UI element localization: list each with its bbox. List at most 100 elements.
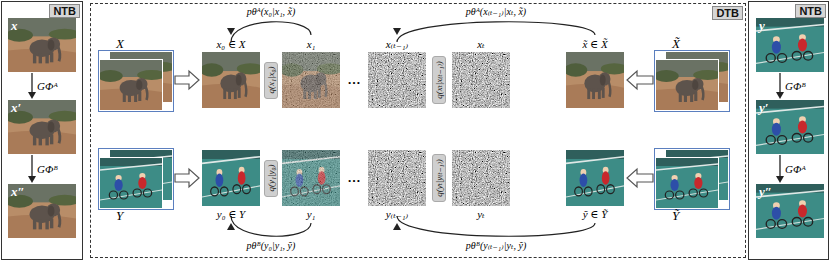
image-content — [8, 18, 76, 72]
image-content — [282, 150, 340, 206]
image-set: X̃ — [656, 36, 728, 110]
image-stack — [100, 150, 172, 208]
hollow-arrow — [627, 169, 653, 187]
connector — [28, 73, 36, 99]
image-box: x₁ — [282, 36, 340, 108]
set-heading: Y — [100, 208, 172, 224]
image-box: x₀ ∈ X — [202, 36, 260, 108]
image-content — [368, 150, 426, 206]
image — [656, 60, 718, 110]
process-label: q(x₁|x₀) — [266, 66, 277, 93]
image-label: y — [759, 18, 765, 33]
image-box: y — [756, 18, 824, 72]
generator-label: GΦᴮ — [37, 163, 58, 176]
image-set: Ỹ — [656, 150, 728, 224]
arrowhead — [227, 223, 235, 230]
image-heading: ỹ ∈ Ỹ — [566, 206, 624, 222]
ellipsis-label: … — [348, 171, 361, 185]
hollow-arrow — [175, 71, 199, 89]
image — [756, 18, 824, 72]
image-content — [452, 52, 510, 108]
image-box: ỹ ∈ Ỹ — [566, 150, 624, 222]
image-content — [368, 52, 426, 108]
image-stack — [656, 52, 728, 110]
hollow-arrow — [627, 71, 653, 89]
image — [452, 52, 510, 108]
panel-title: DTB — [712, 6, 743, 20]
image-content — [202, 52, 260, 108]
image-content — [282, 52, 340, 108]
image-label: y″ — [759, 184, 772, 199]
connector — [393, 22, 595, 42]
image — [202, 52, 260, 108]
dtb-panel: DTBXx₀ ∈ Xq(x₁|x₀)x₁x₍ₜ₋₁₎q(xₜ|x₍ₜ₋₁₎)xₜ… — [90, 3, 746, 258]
image-box: x″ — [8, 184, 76, 238]
image-content — [452, 150, 510, 206]
image — [8, 18, 76, 72]
transition-label: pθᴬ(x₍ₜ₋₁₎|xₜ, x̃) — [464, 6, 528, 18]
image — [452, 150, 510, 206]
panel-title: NTB — [795, 4, 826, 18]
arrowhead — [227, 28, 235, 35]
image-heading: x₁ — [282, 36, 340, 52]
process-label: q(xₜ|x₍ₜ₋₁₎) — [434, 61, 445, 99]
image-box: xₜ — [452, 36, 510, 108]
image-box: x′ — [8, 100, 76, 154]
image — [282, 52, 340, 108]
image-heading: x̃ ∈ X̃ — [566, 36, 624, 52]
image-box: y′ — [756, 100, 824, 154]
image-set: Y — [100, 150, 172, 224]
arrowhead — [28, 92, 36, 99]
image-content — [202, 150, 260, 206]
connector — [28, 155, 36, 183]
image-heading: x₍ₜ₋₁₎ — [368, 36, 426, 52]
image — [656, 158, 718, 208]
image — [100, 158, 162, 208]
image-box: y₍ₜ₋₁₎ — [368, 150, 426, 222]
arrow-curve — [397, 216, 595, 236]
image-heading: y₀ ∈ Y — [202, 206, 260, 222]
generator-label: GΦᴮ — [785, 80, 806, 93]
image-box: yₜ — [452, 150, 510, 222]
image — [566, 150, 624, 206]
image-box: y₁ — [282, 150, 340, 222]
arrow-curve — [397, 22, 595, 42]
connector — [776, 73, 784, 99]
image-content — [8, 100, 76, 154]
arrow-line — [779, 73, 780, 92]
process-box: q(x₁|x₀) — [264, 62, 278, 99]
image-content — [656, 60, 718, 110]
image-label: y′ — [759, 100, 768, 115]
image-content — [756, 100, 824, 154]
image-label: x″ — [11, 184, 25, 199]
image-label: x — [11, 18, 18, 33]
image-content — [756, 184, 824, 238]
image — [566, 52, 624, 108]
ntb-panel: NTB y y′ y″ — [748, 1, 829, 260]
process-label: q(y₁|y₀) — [266, 164, 277, 191]
arrowhead — [776, 176, 784, 183]
generator-label: GΦᴬ — [37, 80, 58, 93]
arrow-line — [779, 155, 780, 176]
image — [368, 52, 426, 108]
hollow-arrow — [175, 169, 199, 187]
arrowhead — [28, 176, 36, 183]
connector — [627, 169, 653, 187]
image-content — [100, 60, 162, 110]
image-heading: xₜ — [452, 36, 510, 52]
process-label: q(yₜ|y₍ₜ₋₁₎) — [434, 159, 445, 197]
image — [100, 60, 162, 110]
arrow-line — [31, 73, 32, 92]
transition-label: pθᴮ(y₀|y₁, ỹ) — [245, 240, 298, 252]
image-heading: x₀ ∈ X — [202, 36, 260, 52]
panel-title: NTB — [49, 4, 80, 18]
image-content — [100, 158, 162, 208]
image-content — [566, 150, 624, 206]
image-box: y₀ ∈ Y — [202, 150, 260, 222]
process-box: q(y₁|y₀) — [264, 160, 278, 197]
arrowhead — [776, 92, 784, 99]
arrowhead — [393, 28, 401, 35]
connector — [175, 169, 199, 187]
transition-label: pθᴬ(x₀|x₁, x̃) — [245, 6, 298, 18]
